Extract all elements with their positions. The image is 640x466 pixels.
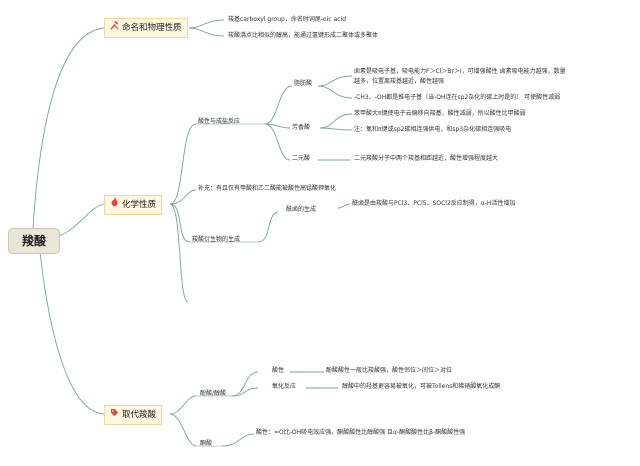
category-substituted[interactable]: 取代羧酸	[104, 405, 163, 425]
category-chemical-label: 化学性质	[122, 200, 157, 210]
oxidation-note: 醇酸中的羟基更容易被氧化，可被Tollens和稀硝酸氧化成酮	[342, 383, 501, 390]
acidity-node[interactable]: 酸性	[272, 367, 285, 374]
diacid-note: 二元羧酸分子中两个羧基相距越近，酸性增强程度越大	[354, 155, 499, 162]
aliphatic-note-2: -CH3、-OH都是推电子基（当-OH连在sp2杂化的碳上时是的） 可使酸性减弱	[354, 94, 561, 101]
connector-keto-note	[221, 433, 255, 447]
connector-aromatic-note2	[319, 127, 353, 131]
acidity-note: 酚酸酸性一般比羧酸强，酸性邻位＞间位＞对位	[326, 367, 453, 374]
connector-naming-item2	[188, 27, 225, 37]
connector-subst-phenolic	[169, 395, 197, 415]
tag-icon	[109, 406, 120, 424]
acid-base-node[interactable]: 酸性与成盐反应	[198, 118, 241, 125]
hammer-wrench-icon	[109, 19, 120, 37]
connector-root-naming	[32, 27, 105, 229]
connector-phenolic-acidity	[231, 371, 259, 397]
connector-acidbase-diacid	[264, 123, 291, 161]
category-naming[interactable]: 命名和物理性质	[104, 18, 188, 38]
root-node[interactable]: 羧酸	[8, 228, 60, 254]
diacid-node[interactable]: 二元酸	[292, 155, 311, 162]
connector-chem-derivatives	[169, 203, 191, 243]
connector-aliphatic-note1	[317, 75, 353, 87]
keto-note: 酸性：=O比-OH吸电效应强，酮酸酸性比醇酸强 且α-酮酸酸性比β-酮酸酸性强	[256, 429, 466, 436]
aliphatic-note-1b: 越多，位置离羧基越近，酸性越强	[354, 78, 445, 85]
connector-chem-supplement	[169, 189, 197, 205]
connector-derivatives-acyl	[257, 211, 279, 243]
connector-root-substituted	[39, 251, 105, 415]
phenolic-node[interactable]: 酚酸/醇酸	[200, 390, 227, 397]
connector-aliphatic-note2	[317, 85, 353, 99]
keto-node[interactable]: 酮酸	[200, 440, 213, 447]
connector-naming-item1	[188, 19, 225, 29]
connector-acidbase-aliphatic	[264, 85, 293, 125]
aromatic-node[interactable]: 芳香酸	[292, 124, 311, 131]
category-substituted-label: 取代羧酸	[122, 410, 157, 420]
category-naming-label: 命名和物理性质	[122, 23, 182, 33]
naming-item-1: 羧基carboxyl group，命名时词尾-oic acid	[228, 16, 346, 23]
connector-acidbase-aromatic	[264, 123, 291, 129]
supplement-note: 补充：有且仅有甲酸和乙二酸能被酸性高锰酸钾氧化	[198, 185, 337, 192]
connector-aromatic-note1	[319, 113, 353, 129]
naming-item-2: 羧酸沸点比相似的醇高，能通过氢键形成二聚体或多聚体	[228, 32, 379, 39]
oxidation-node[interactable]: 氧化反应	[272, 383, 297, 390]
connector-subst-keto	[169, 413, 197, 447]
acyl-chloride-node[interactable]: 酰卤的生成	[286, 206, 317, 213]
aliphatic-node[interactable]: 脂肪酸	[294, 80, 313, 87]
aliphatic-note-1: 卤素是吸电子基，吸电能力F＞Cl＞Br＞I，可增强酸性 卤素吸电能力越强，数量	[354, 68, 566, 75]
derivatives-node[interactable]: 羧酸衍生物的生成	[192, 236, 241, 243]
acyl-chloride-note: 酰卤是由羧酸与PCl3、PCl5、SOCl2反应制得，α-H活性增加	[352, 200, 516, 207]
connector-chem-acidbase	[169, 123, 197, 205]
connector-root-chemical	[57, 203, 105, 237]
flame-icon	[109, 196, 120, 214]
category-chemical[interactable]: 化学性质	[104, 195, 163, 215]
aromatic-note-1: 苯甲酸大π键使电子云偏移向羧基，酸性减弱，所以酸性比甲酸弱	[354, 110, 526, 117]
connector-chem-bottom	[169, 203, 189, 303]
aromatic-note-2: 注：氧和π键或sp2碳相连强供电，和sp3杂化碳相连强吸电	[354, 126, 512, 133]
connector-phenolic-oxidation	[231, 387, 259, 397]
connector-acyl-note	[337, 203, 351, 209]
